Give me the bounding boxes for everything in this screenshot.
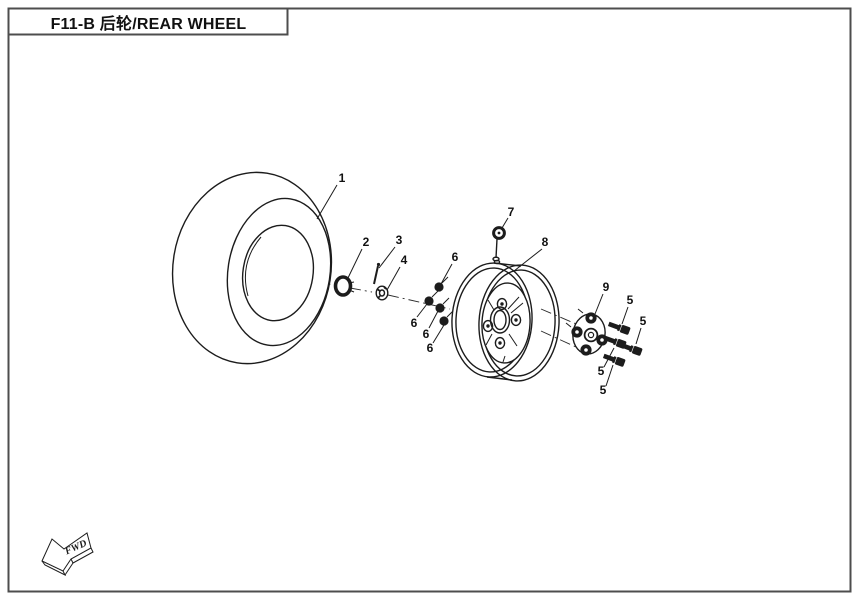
- title-box: [7, 7, 289, 36]
- cotter-pin-part-3: [373, 262, 381, 285]
- callout-leader-2: [346, 248, 363, 281]
- callout-label-6: 6: [423, 327, 430, 341]
- bolts-part-5: [602, 321, 643, 367]
- fwd-arrow: FWD: [41, 532, 94, 577]
- castle-nut-part-4: [375, 285, 389, 301]
- callout-leader-1: [316, 184, 338, 220]
- lug-nuts-part-6: [424, 276, 454, 326]
- tire-part-1: [171, 171, 333, 365]
- callout-label-8: 8: [542, 235, 549, 249]
- callout-leader-6: [432, 324, 445, 344]
- callout-leader-6: [440, 263, 453, 285]
- callout-label-1: 1: [339, 171, 346, 185]
- rim-spokes: [485, 296, 524, 363]
- callout-leader-7: [501, 217, 509, 229]
- bolt: [607, 321, 631, 335]
- callout-label-5: 5: [600, 383, 607, 397]
- callout-label-6: 6: [411, 316, 418, 330]
- callout-leader-6: [416, 303, 428, 318]
- callout-label-5: 5: [598, 364, 605, 378]
- callout-label-6: 6: [452, 250, 459, 264]
- callout-label-9: 9: [603, 280, 610, 294]
- valve-stem-part-7: [492, 226, 506, 262]
- wheel-rim-part-8: [451, 259, 560, 382]
- callout-label-2: 2: [363, 235, 370, 249]
- callout-leader-5: [621, 306, 629, 325]
- page-title: F11-B 后轮/REAR WHEEL: [50, 16, 247, 33]
- tire-inner-bead-arc: [244, 236, 262, 297]
- rim-lug-holes: [482, 297, 522, 350]
- callout-label-3: 3: [396, 233, 403, 247]
- callout-label-6: 6: [427, 341, 434, 355]
- callout-leader-9: [592, 293, 604, 320]
- callout-label-5: 5: [627, 293, 634, 307]
- callout-label-7: 7: [508, 205, 515, 219]
- bolt: [602, 353, 626, 367]
- fwd-arrow-label: FWD: [62, 538, 88, 558]
- callout-leader-3: [378, 246, 396, 269]
- grommet-part-2: [333, 275, 355, 297]
- callout-label-5: 5: [640, 314, 647, 328]
- hub-part-9: [565, 308, 608, 356]
- callout-leader-6: [428, 310, 439, 329]
- callout-leader-5: [635, 327, 642, 345]
- callout-leader-8: [513, 248, 543, 272]
- callout-leader-5: [605, 364, 614, 387]
- callout-label-4: 4: [401, 253, 408, 267]
- callout-leader-5: [603, 347, 615, 368]
- page-border: [7, 7, 852, 593]
- callout-leader-4: [386, 266, 401, 291]
- bolt: [619, 342, 643, 356]
